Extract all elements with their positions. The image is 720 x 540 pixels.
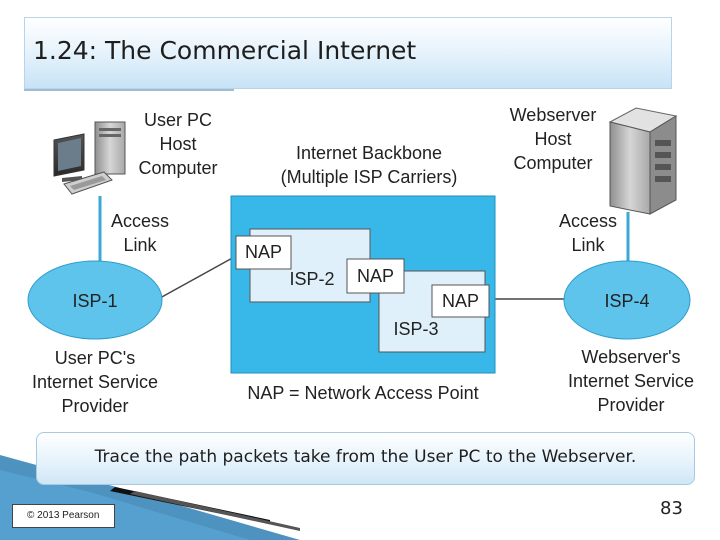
copyright-notice: © 2013 Pearson	[12, 504, 115, 528]
isp3-label: ISP-3	[393, 319, 439, 339]
webserver-label: Webserver Host Computer	[509, 105, 597, 173]
slide-title-bar: 1.24: The Commercial Internet	[24, 17, 672, 89]
backbone-label: Internet Backbone (Multiple ISP Carriers…	[280, 143, 458, 187]
isp1-label: ISP-1	[72, 291, 118, 311]
nap-label-3: NAP	[441, 291, 479, 311]
caption-text: Trace the path packets take from the Use…	[94, 447, 637, 467]
nap-box-2	[346, 258, 405, 294]
nap-label-1: NAP	[244, 242, 282, 262]
access-link-label-left: Access Link	[110, 211, 170, 255]
nap-label-2: NAP	[356, 266, 394, 286]
isp4-caption: Webserver's Internet Service Provider	[567, 347, 695, 415]
isp1-to-nap-line	[159, 255, 237, 299]
title-divider	[24, 89, 234, 91]
user-pc-label: User PC Host Computer	[138, 110, 218, 178]
user-pc-icon	[53, 121, 126, 195]
isp4-ellipse	[563, 260, 691, 340]
caption-box: Trace the path packets take from the Use…	[36, 432, 695, 485]
nap-box-3	[431, 284, 490, 318]
nap-box-1	[235, 235, 292, 270]
webserver-icon	[608, 107, 678, 215]
nap-legend: NAP = Network Access Point	[247, 383, 479, 403]
isp1-caption: User PC's Internet Service Provider	[31, 348, 159, 416]
page-number: 83	[660, 498, 683, 519]
access-link-label-right: Access Link	[558, 211, 618, 255]
isp2-label: ISP-2	[289, 269, 335, 289]
slide-title: 1.24: The Commercial Internet	[33, 36, 417, 65]
isp1-ellipse	[27, 260, 163, 340]
isp4-label: ISP-4	[604, 291, 650, 311]
